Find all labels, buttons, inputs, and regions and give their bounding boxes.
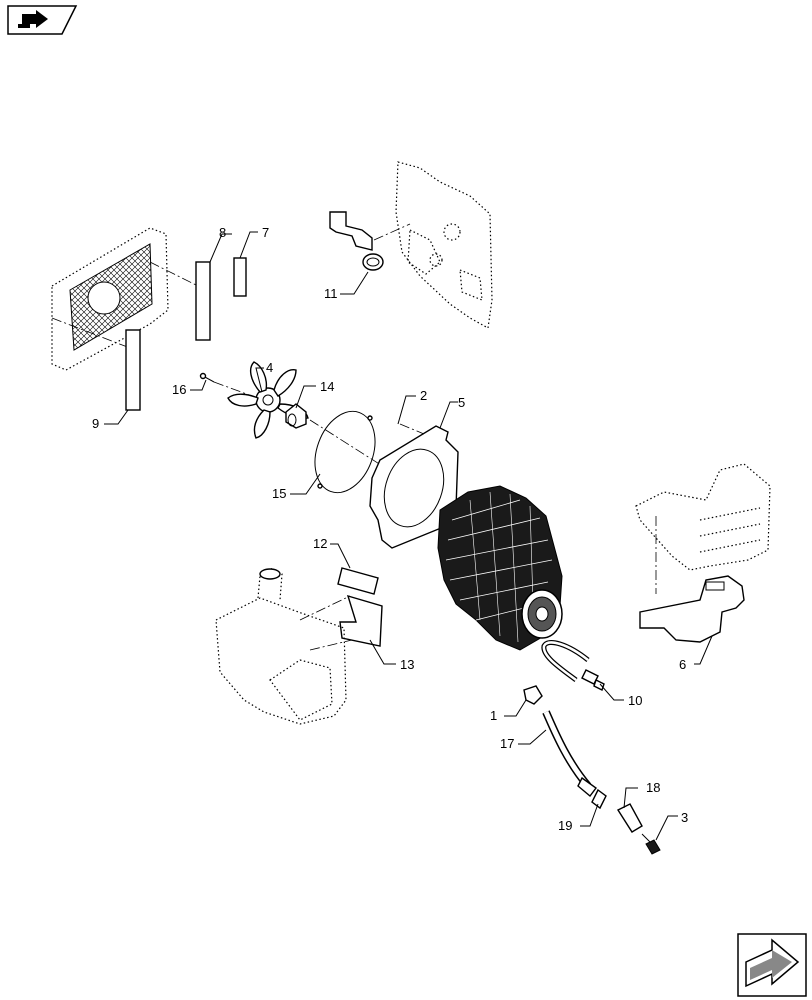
callout-18: 18 <box>646 780 660 795</box>
callout-14: 14 <box>320 379 334 394</box>
pad-12 <box>337 567 379 595</box>
callout-13: 13 <box>400 657 414 672</box>
callout-19: 19 <box>558 818 572 833</box>
bolt-16 <box>199 372 253 397</box>
hose-17 <box>542 710 597 798</box>
seal-strip-7 <box>233 257 247 297</box>
fan-spacer <box>285 403 307 429</box>
rear-panel-upper <box>329 161 493 329</box>
clip-19 <box>591 788 607 810</box>
callout-1: 1 <box>490 708 497 723</box>
callout-15: 15 <box>272 486 286 501</box>
callout-7: 7 <box>262 225 269 240</box>
next-page-arrow-icon[interactable] <box>737 933 807 997</box>
seal-strip-9 <box>125 329 141 411</box>
callout-2: 2 <box>420 388 427 403</box>
callout-17: 17 <box>500 736 514 751</box>
coolant-hose-10 <box>541 640 605 691</box>
pad-13 <box>339 594 383 647</box>
callout-5: 5 <box>458 395 465 410</box>
elbow-fitting-1 <box>523 685 543 705</box>
expansion-tank <box>215 567 353 725</box>
shroud-ring <box>309 410 437 501</box>
mount-bracket-6 <box>639 575 745 643</box>
callout-16: 16 <box>172 382 186 397</box>
radiator <box>51 227 207 371</box>
engine-block <box>437 485 563 651</box>
right-mount-frame <box>635 463 771 594</box>
callout-11: 11 <box>324 286 338 301</box>
leader-lines <box>104 231 713 841</box>
page-turn-arrow-icon[interactable] <box>7 5 78 35</box>
callout-6: 6 <box>679 657 686 672</box>
drain-plug-3 <box>641 833 661 855</box>
callout-4: 4 <box>266 360 273 375</box>
callout-9: 9 <box>92 416 99 431</box>
callout-12: 12 <box>313 536 327 551</box>
callout-10: 10 <box>628 693 642 708</box>
seal-strip-8 <box>195 261 211 341</box>
tube-18 <box>616 803 643 833</box>
callout-3: 3 <box>681 810 688 825</box>
callout-8: 8 <box>219 225 226 240</box>
